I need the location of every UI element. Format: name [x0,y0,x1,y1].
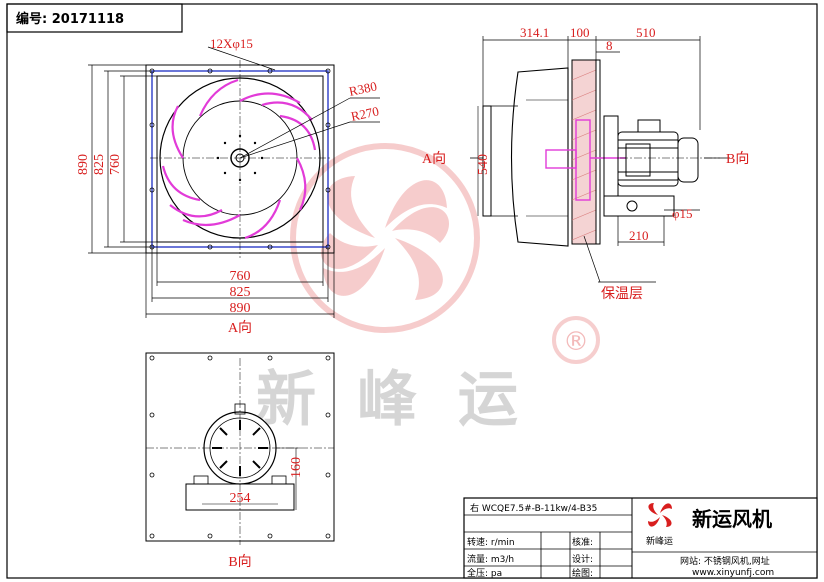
vertical-dimensions [88,64,157,254]
radius-inner-label: R270 [350,103,381,124]
brand-logo [648,503,672,527]
bolt-note: 12Xφ15 [210,36,253,51]
side-view: 314.1 100 510 8 [422,25,749,302]
dim-254: 254 [230,491,251,506]
watermark-registered: ® [563,327,589,357]
brand-big: 新运风机 [692,507,772,531]
website-label: 网站: 不锈钢风机,网址 [680,555,770,567]
dim-825-h: 825 [230,285,251,300]
dim-510: 510 [636,25,656,40]
website-url: www.xinyunfj.com [692,568,774,578]
watermark-text: 新 峰 运 [256,365,528,435]
check-design: 设计: [572,553,593,565]
view-label-a: A向 [228,320,252,336]
front-view: 12Xφ15 R380 R270 890 825 760 760 825 890… [76,36,380,336]
sheet-border [6,3,818,579]
insulation-label: 保温层 [601,286,643,302]
row-speed: 转速: r/min [467,536,515,548]
dim-890-h: 890 [230,301,251,316]
check-draw: 绘图: [572,567,593,579]
dim-314: 314.1 [520,25,549,40]
dim-760-v: 760 [108,154,123,175]
row-pressure: 全压: pa [467,567,502,579]
dim-210: 210 [629,228,649,243]
view-label-b: B向 [228,554,251,570]
dim-760-h: 760 [230,269,251,284]
dim-100: 100 [570,25,590,40]
dim-825-v: 825 [92,154,107,175]
header-box [6,3,183,33]
check-approve: 核准: [572,536,593,548]
arrow-a-label: A向 [422,151,446,167]
bottom-view: 160 254 B向 [145,352,335,570]
casing [510,67,569,247]
dim-890-v: 890 [76,154,91,175]
dim-540: 540 [476,154,491,175]
radius-outer-label: R380 [348,78,379,99]
motor [603,115,699,217]
foot-hole-label: φ15 [672,206,693,221]
dim-8: 8 [606,38,613,53]
watermark-logo [290,143,600,364]
hub-holes [216,134,264,182]
brand-small: 新峰运 [646,535,673,547]
model-text: 右 WCQE7.5#-B-11kw/4-B35 [470,502,597,514]
code-label: 编号: 20171118 [16,11,124,27]
dim-160: 160 [289,457,304,478]
title-block: 右 WCQE7.5#-B-11kw/4-B35 转速: r/min 流量: m3… [463,497,818,579]
arrow-b-label: B向 [726,151,749,167]
row-flow: 流量: m3/h [467,553,514,565]
horizontal-dimensions [145,242,335,318]
blades [161,78,317,240]
